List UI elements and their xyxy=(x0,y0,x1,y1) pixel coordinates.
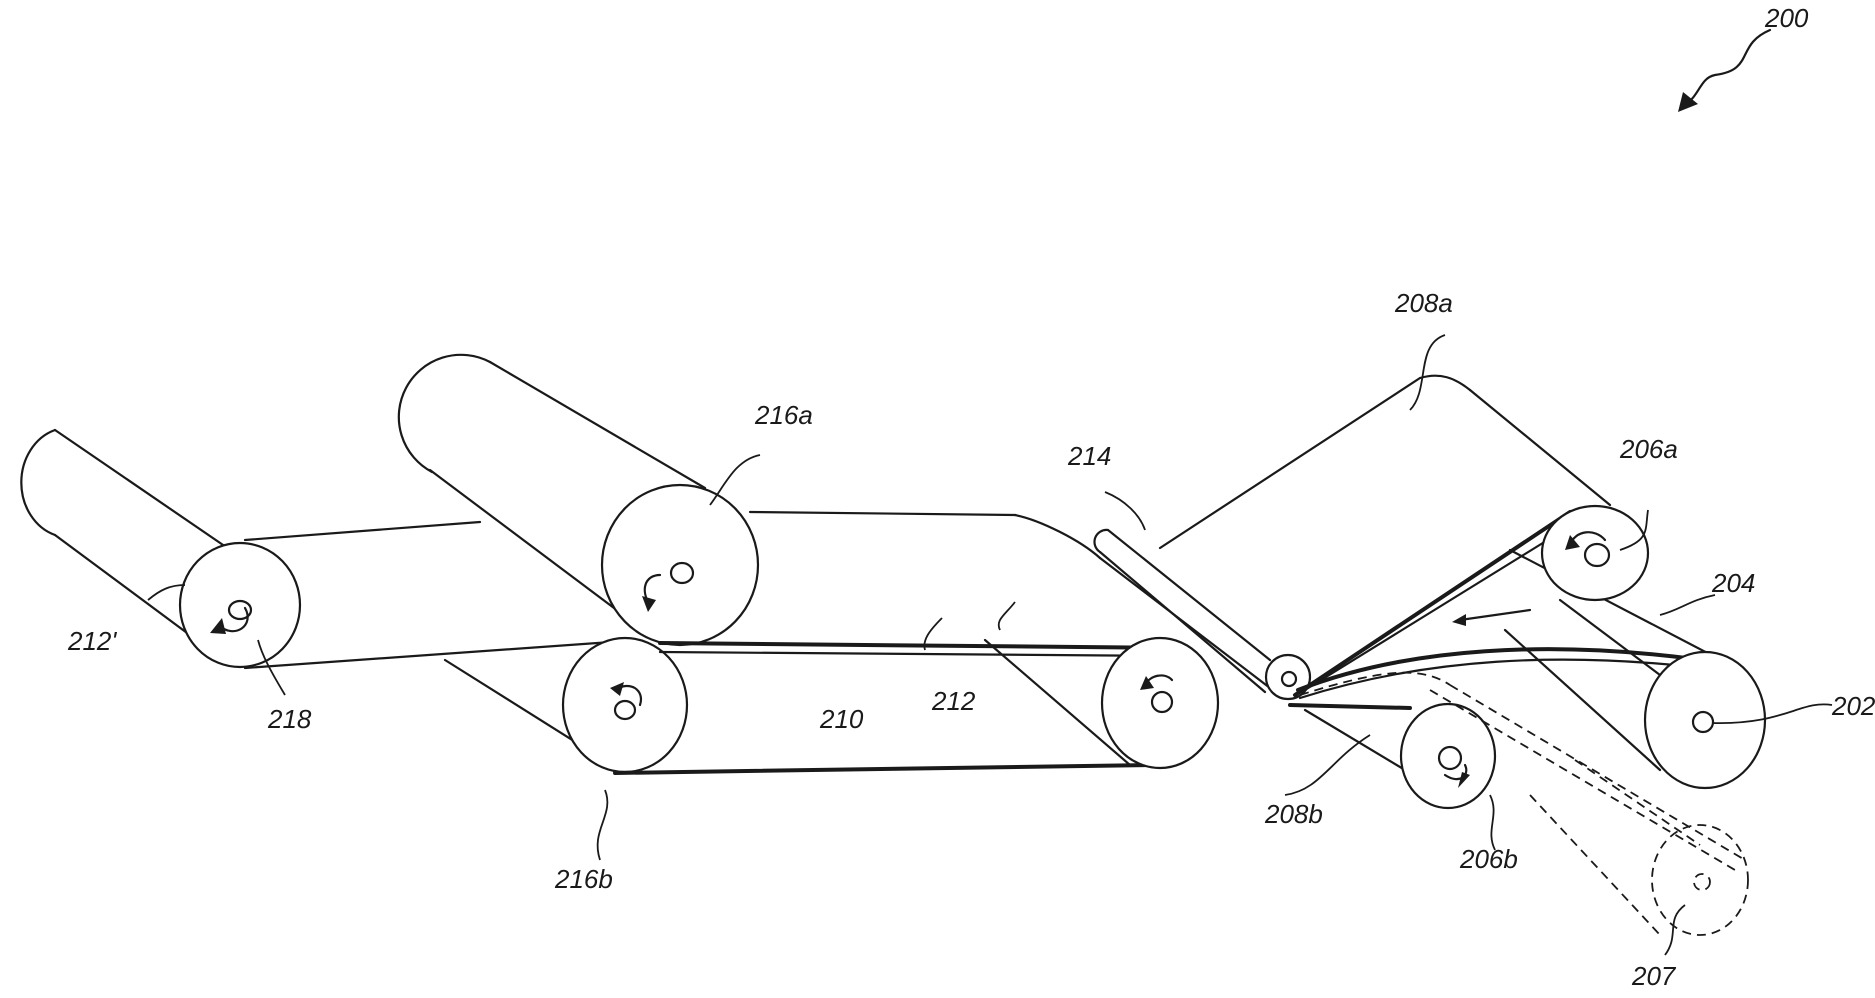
reference-labels: 200 212' 218 216a 216b 210 212 214 208a … xyxy=(67,3,1875,991)
film-208a xyxy=(1160,376,1610,695)
label-roller-202: 202 xyxy=(1831,691,1875,721)
label-nip-roller-214: 214 xyxy=(1067,441,1111,471)
roller-216a xyxy=(399,355,758,645)
label-web-204: 204 xyxy=(1711,568,1755,598)
roller-216b xyxy=(445,638,687,772)
label-fig-ref-200: 200 xyxy=(1764,3,1809,33)
rotation-arrows xyxy=(210,532,1605,788)
label-film-208b: 208b xyxy=(1264,799,1323,829)
roller-206b xyxy=(1401,704,1495,808)
label-roller-207: 207 xyxy=(1631,961,1677,991)
label-roller-206b: 206b xyxy=(1459,844,1518,874)
roller-202 xyxy=(1505,600,1765,788)
label-layer-210: 210 xyxy=(819,704,864,734)
label-film-208a: 208a xyxy=(1394,288,1453,318)
label-roller-216a: 216a xyxy=(754,400,813,430)
label-roller-212-prime: 212' xyxy=(67,626,117,656)
label-rotation-218: 218 xyxy=(267,704,312,734)
roller-middle-right xyxy=(1102,638,1218,768)
label-roller-216b: 216b xyxy=(554,864,613,894)
label-roller-206a: 206a xyxy=(1619,434,1678,464)
figure-reference-arrow xyxy=(1678,30,1770,112)
label-layer-212: 212 xyxy=(931,686,976,716)
roller-212-prime xyxy=(13,430,300,688)
